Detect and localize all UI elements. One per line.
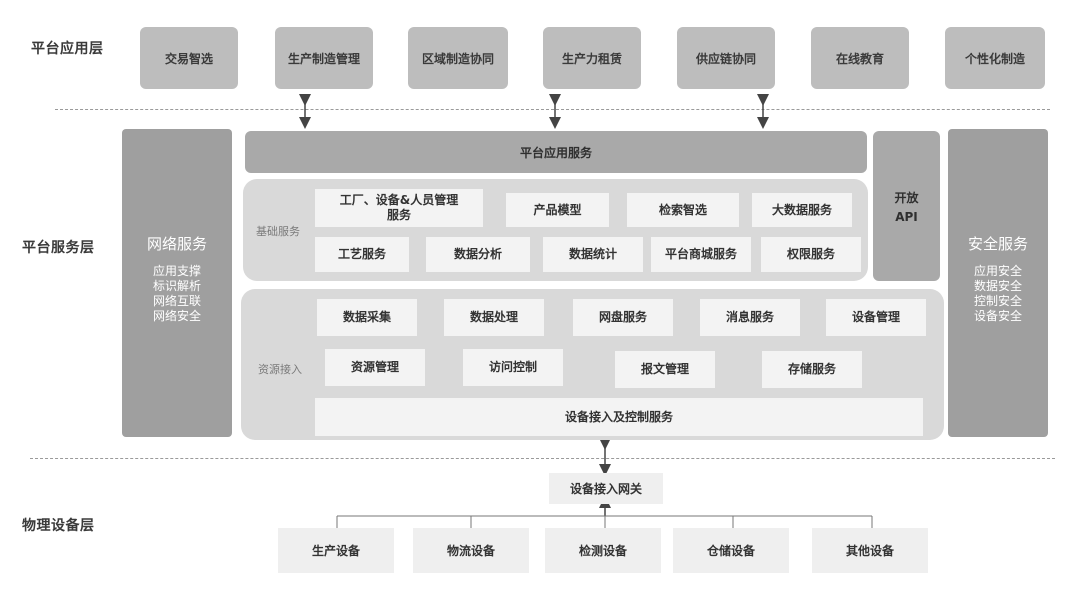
device-mgmt-service[interactable]: 设备管理: [826, 299, 926, 336]
report-mgmt-service[interactable]: 报文管理: [615, 351, 715, 388]
permission-service[interactable]: 权限服务: [761, 237, 861, 272]
open-api-line2: API: [895, 209, 918, 224]
factory-mgmt-line1: 工厂、设备&人员管理: [339, 193, 459, 207]
network-service-item: 网络安全: [152, 309, 201, 323]
network-service-panel: 网络服务 应用支撑 标识解析 网络互联 网络安全: [122, 129, 232, 437]
craft-service[interactable]: 工艺服务: [315, 237, 409, 272]
layer-label-application: 平台应用层: [31, 41, 104, 57]
device-gateway[interactable]: 设备接入网关: [549, 473, 663, 504]
layer-divider-bottom: [30, 458, 1055, 459]
resource-mgmt-service[interactable]: 资源管理: [325, 349, 425, 386]
basic-services-label: 基础服务: [256, 225, 300, 238]
open-api-line1: 开放: [894, 190, 919, 205]
layer-label-service: 平台服务层: [22, 240, 95, 256]
factory-mgmt-line2: 服务: [386, 208, 411, 222]
security-service-item: 设备安全: [973, 309, 1022, 323]
app-item-production[interactable]: 生产制造管理: [275, 27, 373, 89]
security-service-item: 数据安全: [973, 279, 1022, 293]
app-item-trade[interactable]: 交易智选: [140, 27, 238, 89]
network-service-item: 标识解析: [152, 279, 201, 293]
message-service[interactable]: 消息服务: [700, 299, 800, 336]
network-service-item: 应用支撑: [152, 264, 201, 278]
network-service-list: 应用支撑 标识解析 网络互联 网络安全: [153, 264, 201, 324]
security-service-list: 应用安全 数据安全 控制安全 设备安全: [974, 264, 1022, 324]
security-service-item: 应用安全: [973, 264, 1022, 278]
physical-device-production[interactable]: 生产设备: [278, 528, 394, 573]
physical-device-other[interactable]: 其他设备: [812, 528, 928, 573]
resource-access-label: 资源接入: [258, 363, 302, 376]
factory-mgmt-service[interactable]: 工厂、设备&人员管理 服务: [315, 189, 483, 227]
app-item-custom[interactable]: 个性化制造: [945, 27, 1045, 89]
app-item-rental[interactable]: 生产力租赁: [543, 27, 641, 89]
search-service[interactable]: 检索智选: [627, 193, 739, 227]
netdisk-service[interactable]: 网盘服务: [573, 299, 673, 336]
access-control-service[interactable]: 访问控制: [463, 349, 563, 386]
layer-label-physical: 物理设备层: [22, 518, 95, 534]
layer-divider-top: [55, 109, 1050, 110]
mall-service[interactable]: 平台商城服务: [651, 237, 751, 272]
physical-device-logistics[interactable]: 物流设备: [413, 528, 529, 573]
network-service-title: 网络服务: [146, 235, 207, 253]
security-service-panel: 安全服务 应用安全 数据安全 控制安全 设备安全: [948, 129, 1048, 437]
network-service-item: 网络互联: [152, 294, 201, 308]
data-analysis-service[interactable]: 数据分析: [426, 237, 530, 272]
product-model-service[interactable]: 产品模型: [506, 193, 609, 227]
physical-device-inspection[interactable]: 检测设备: [545, 528, 661, 573]
data-process-service[interactable]: 数据处理: [444, 299, 544, 336]
platform-app-service-bar[interactable]: 平台应用服务: [245, 131, 867, 173]
storage-service[interactable]: 存储服务: [762, 351, 862, 388]
security-service-title: 安全服务: [967, 235, 1028, 253]
data-stats-service[interactable]: 数据统计: [543, 237, 643, 272]
app-item-education[interactable]: 在线教育: [811, 27, 909, 89]
device-access-control-service[interactable]: 设备接入及控制服务: [315, 398, 923, 436]
security-service-item: 控制安全: [973, 294, 1022, 308]
open-api-box[interactable]: 开放 API: [873, 131, 940, 281]
physical-device-warehouse[interactable]: 仓储设备: [673, 528, 789, 573]
big-data-service[interactable]: 大数据服务: [752, 193, 852, 227]
app-item-supply-chain[interactable]: 供应链协同: [677, 27, 775, 89]
data-collect-service[interactable]: 数据采集: [317, 299, 417, 336]
app-item-regional[interactable]: 区域制造协同: [408, 27, 508, 89]
